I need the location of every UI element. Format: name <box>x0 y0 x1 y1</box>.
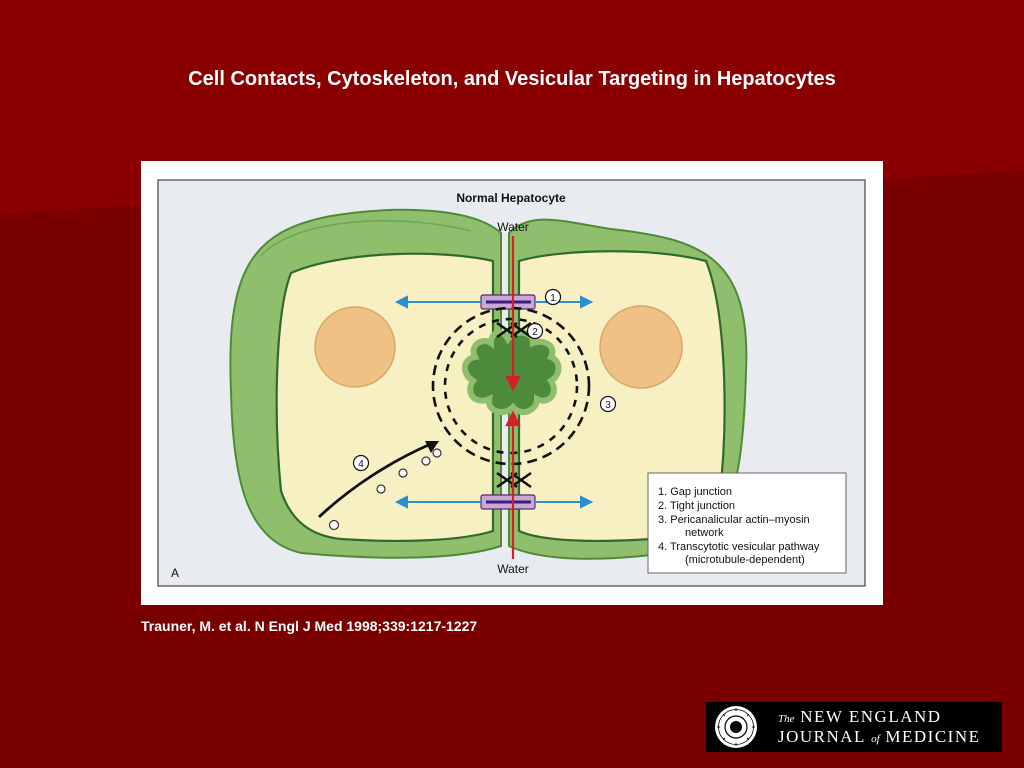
left-nucleus <box>314 306 396 388</box>
svg-text:2: 2 <box>532 327 538 338</box>
nejm-logo: The NEW ENGLAND JOURNAL of MEDICINE <box>706 702 1002 752</box>
marker-3 <box>599 395 617 413</box>
diagram-heading: Normal Hepatocyte <box>456 191 566 205</box>
legend-gap-junction: 1. Gap junction <box>658 486 732 498</box>
slide-title: Cell Contacts, Cytoskeleton, and Vesicul… <box>188 68 836 90</box>
svg-text:1: 1 <box>550 293 556 304</box>
water-flow-arrows <box>505 236 521 559</box>
figure-panel: Normal Hepatocyte <box>141 161 883 605</box>
right-nucleus <box>599 305 683 389</box>
marker-4 <box>352 454 370 472</box>
legend-box <box>647 472 847 574</box>
water-label-top: Water <box>497 220 529 234</box>
legend-actin-myosin-cont: network <box>685 527 724 539</box>
transcytotic-pathway <box>318 441 434 519</box>
logo-line-1: The NEW ENGLAND <box>778 707 942 726</box>
nejm-seal-icon <box>715 706 757 748</box>
logo-line-2: JOURNAL of MEDICINE <box>778 727 981 746</box>
svg-text:3: 3 <box>605 400 611 411</box>
panel-letter: A <box>171 566 179 580</box>
legend-vesicular-pathway-cont: (microtubule-dependent) <box>685 554 805 566</box>
hepatocyte-diagram: Normal Hepatocyte <box>157 179 866 587</box>
vesicles <box>328 448 442 531</box>
blue-arrows <box>394 295 594 509</box>
marker-1 <box>544 288 562 306</box>
bile-canaliculus <box>462 329 562 416</box>
actin-myosin-network <box>431 306 591 466</box>
marker-2 <box>526 322 544 340</box>
water-label-bottom: Water <box>497 562 529 576</box>
svg-text:4: 4 <box>358 459 364 470</box>
legend-actin-myosin: 3. Pericanalicular actin–myosin <box>658 514 810 526</box>
left-cytoplasm <box>275 252 495 543</box>
legend-tight-junction: 2. Tight junction <box>658 500 735 512</box>
legend-vesicular-pathway: 4. Transcytotic vesicular pathway <box>658 541 820 553</box>
citation: Trauner, M. et al. N Engl J Med 1998;339… <box>141 618 478 634</box>
